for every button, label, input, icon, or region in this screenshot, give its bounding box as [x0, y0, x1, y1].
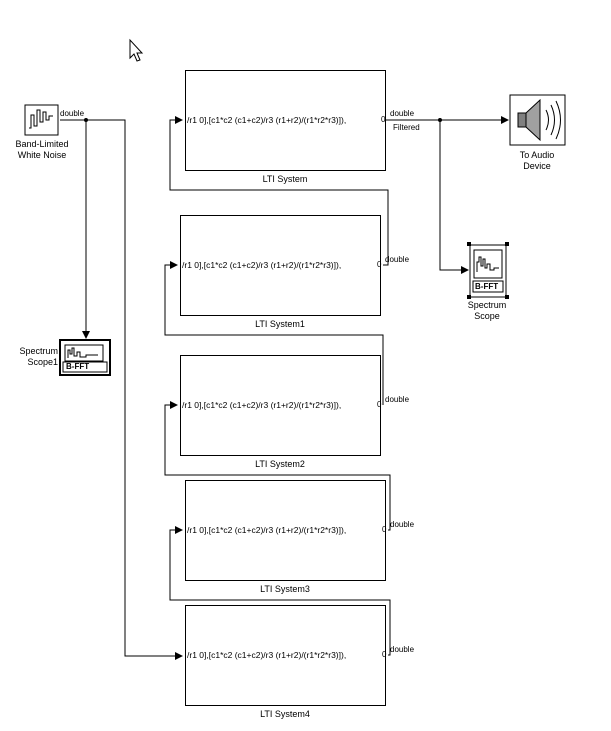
mouse-cursor-icon	[129, 38, 144, 62]
spectrum-scope1-block[interactable]	[59, 339, 111, 376]
band-limited-noise-block[interactable]	[24, 104, 59, 136]
lti-system1-expr: /r1 0],[c1*c2 (c1+c2)/r3 (r1+r2)/(r1*r2*…	[182, 260, 342, 270]
lti3-output-signal-type: double	[390, 520, 415, 529]
lti-system3-block[interactable]	[185, 480, 386, 581]
lti-system-name: LTI System	[262, 174, 308, 184]
lti-system2-name: LTI System2	[255, 459, 305, 469]
lti-system4-block[interactable]	[185, 605, 386, 706]
noise-block-label: Band-Limited White Noise	[15, 139, 69, 160]
lti-system4-name: LTI System4	[260, 709, 310, 719]
wire-lti1-to-lti	[169, 116, 389, 266]
speaker-icon	[525, 98, 541, 142]
lti-system-port: 0	[381, 115, 386, 124]
lti-system4-port: 0	[382, 650, 387, 659]
audio-device-label: To Audio Device	[519, 150, 555, 171]
wire-lti3-to-lti2	[164, 401, 391, 531]
wire-noise-to-lti4	[60, 119, 183, 660]
audio-device-block[interactable]	[509, 94, 566, 146]
lti-system1-name: LTI System1	[255, 319, 305, 329]
scope1-fft-text: B-FFT	[66, 362, 90, 371]
lti-system2-expr: /r1 0],[c1*c2 (c1+c2)/r3 (r1+r2)/(r1*r2*…	[182, 400, 342, 410]
lti-system2-block[interactable]	[180, 355, 381, 456]
lti-system1-port: 0	[377, 260, 382, 269]
wire-lti2-to-lti1	[164, 261, 384, 405]
lti1-output-signal-type: double	[385, 255, 410, 264]
lti-system3-name: LTI System3	[260, 584, 310, 594]
wire-lti-to-scope	[439, 120, 469, 274]
spectrum-scope-label: Spectrum Scope	[467, 300, 507, 321]
lti-system2-port: 0	[377, 400, 382, 409]
scope-fft-text: B-FFT	[475, 282, 499, 291]
lti-output-signal-type: double	[390, 109, 415, 118]
lti-system3-port: 0	[382, 525, 387, 534]
lti-system-expr: /r1 0],[c1*c2 (c1+c2)/r3 (r1+r2)/(r1*r2*…	[187, 115, 347, 125]
lti-system4-expr: /r1 0],[c1*c2 (c1+c2)/r3 (r1+r2)/(r1*r2*…	[187, 650, 347, 660]
noise-signal-type: double	[60, 109, 85, 118]
lti-system1-block[interactable]	[180, 215, 381, 316]
spectrum-scope-block[interactable]	[467, 242, 509, 299]
lti2-output-signal-type: double	[385, 395, 410, 404]
lti-system3-expr: /r1 0],[c1*c2 (c1+c2)/r3 (r1+r2)/(r1*r2*…	[187, 525, 347, 535]
wire-lti4-to-lti3	[169, 526, 391, 656]
lti4-output-signal-type: double	[390, 645, 415, 654]
filtered-signal-label: Filtered	[393, 123, 420, 132]
lti-system-block[interactable]	[185, 70, 386, 171]
spectrum-scope1-label: Spectrum Scope1	[19, 346, 58, 367]
